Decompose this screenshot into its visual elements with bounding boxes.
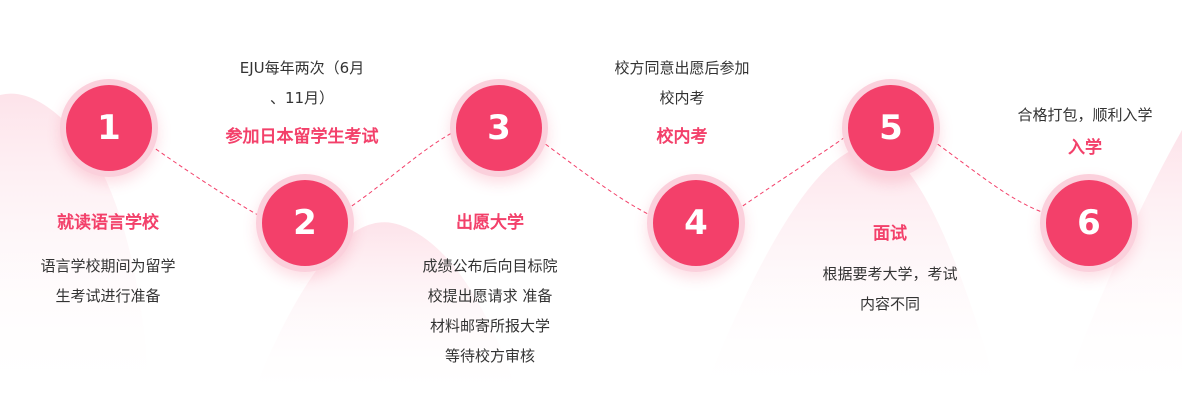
- step-6-title: 入学: [1068, 138, 1102, 158]
- step-6-number: 6: [1077, 203, 1101, 243]
- step-1-desc-line-1: 语言学校期间为留学: [40, 257, 176, 275]
- connector-4-5: [736, 134, 849, 211]
- step-4-number: 4: [684, 203, 708, 243]
- step-1-circle: 1: [60, 79, 158, 177]
- connector-3-4: [539, 139, 651, 216]
- step-1-desc: 语言学校期间为留学 生考试进行准备: [18, 251, 198, 311]
- step-4-circle: 4: [647, 174, 745, 272]
- step-3-desc-line-2: 校提出愿请求 准备: [427, 287, 553, 305]
- connector-5-6: [931, 139, 1043, 213]
- step-2-circle: 2: [256, 174, 354, 272]
- step-4-desc-line-1: 校方同意出愿后参加: [614, 59, 750, 77]
- step-5-title: 面试: [873, 224, 907, 244]
- step-4-title: 校内考: [656, 127, 708, 147]
- step-3-desc-line-4: 等待校方审核: [444, 347, 535, 365]
- step-3-desc-line-3: 材料邮寄所报大学: [429, 317, 550, 335]
- step-2-desc-line-2: 、11月）: [269, 89, 335, 107]
- step-1-number: 1: [97, 108, 121, 148]
- step-2-desc-line-1: EJU每年两次（6月: [239, 59, 365, 77]
- step-4-desc: 校方同意出愿后参加 校内考: [587, 53, 777, 113]
- step-1-title: 就读语言学校: [57, 213, 159, 233]
- step-5-number: 5: [879, 108, 903, 148]
- step-4-desc-line-2: 校内考: [659, 89, 705, 107]
- step-3-title: 出愿大学: [456, 213, 524, 233]
- step-5-desc: 根据要考大学，考试 内容不同: [795, 259, 985, 319]
- step-2-desc: EJU每年两次（6月 、11月）: [212, 53, 392, 113]
- step-2-title: 参加日本留学生考试: [225, 127, 379, 147]
- connector-1-2: [149, 144, 259, 216]
- step-3-desc: 成绩公布后向目标院 校提出愿请求 准备 材料邮寄所报大学 等待校方审核: [395, 251, 585, 371]
- step-5-desc-line-1: 根据要考大学，考试: [822, 265, 958, 283]
- step-1-desc-line-2: 生考试进行准备: [55, 287, 161, 305]
- step-3-circle: 3: [450, 79, 548, 177]
- step-5-circle: 5: [842, 79, 940, 177]
- connector-2-3: [345, 129, 458, 211]
- step-2-number: 2: [293, 203, 317, 243]
- step-6-desc-line-1: 合格打包，顺利入学: [1017, 106, 1153, 124]
- step-3-desc-line-1: 成绩公布后向目标院: [422, 257, 558, 275]
- step-6-desc: 合格打包，顺利入学: [990, 100, 1180, 130]
- step-3-number: 3: [487, 108, 511, 148]
- step-5-desc-line-2: 内容不同: [859, 295, 920, 313]
- step-6-circle: 6: [1040, 174, 1138, 272]
